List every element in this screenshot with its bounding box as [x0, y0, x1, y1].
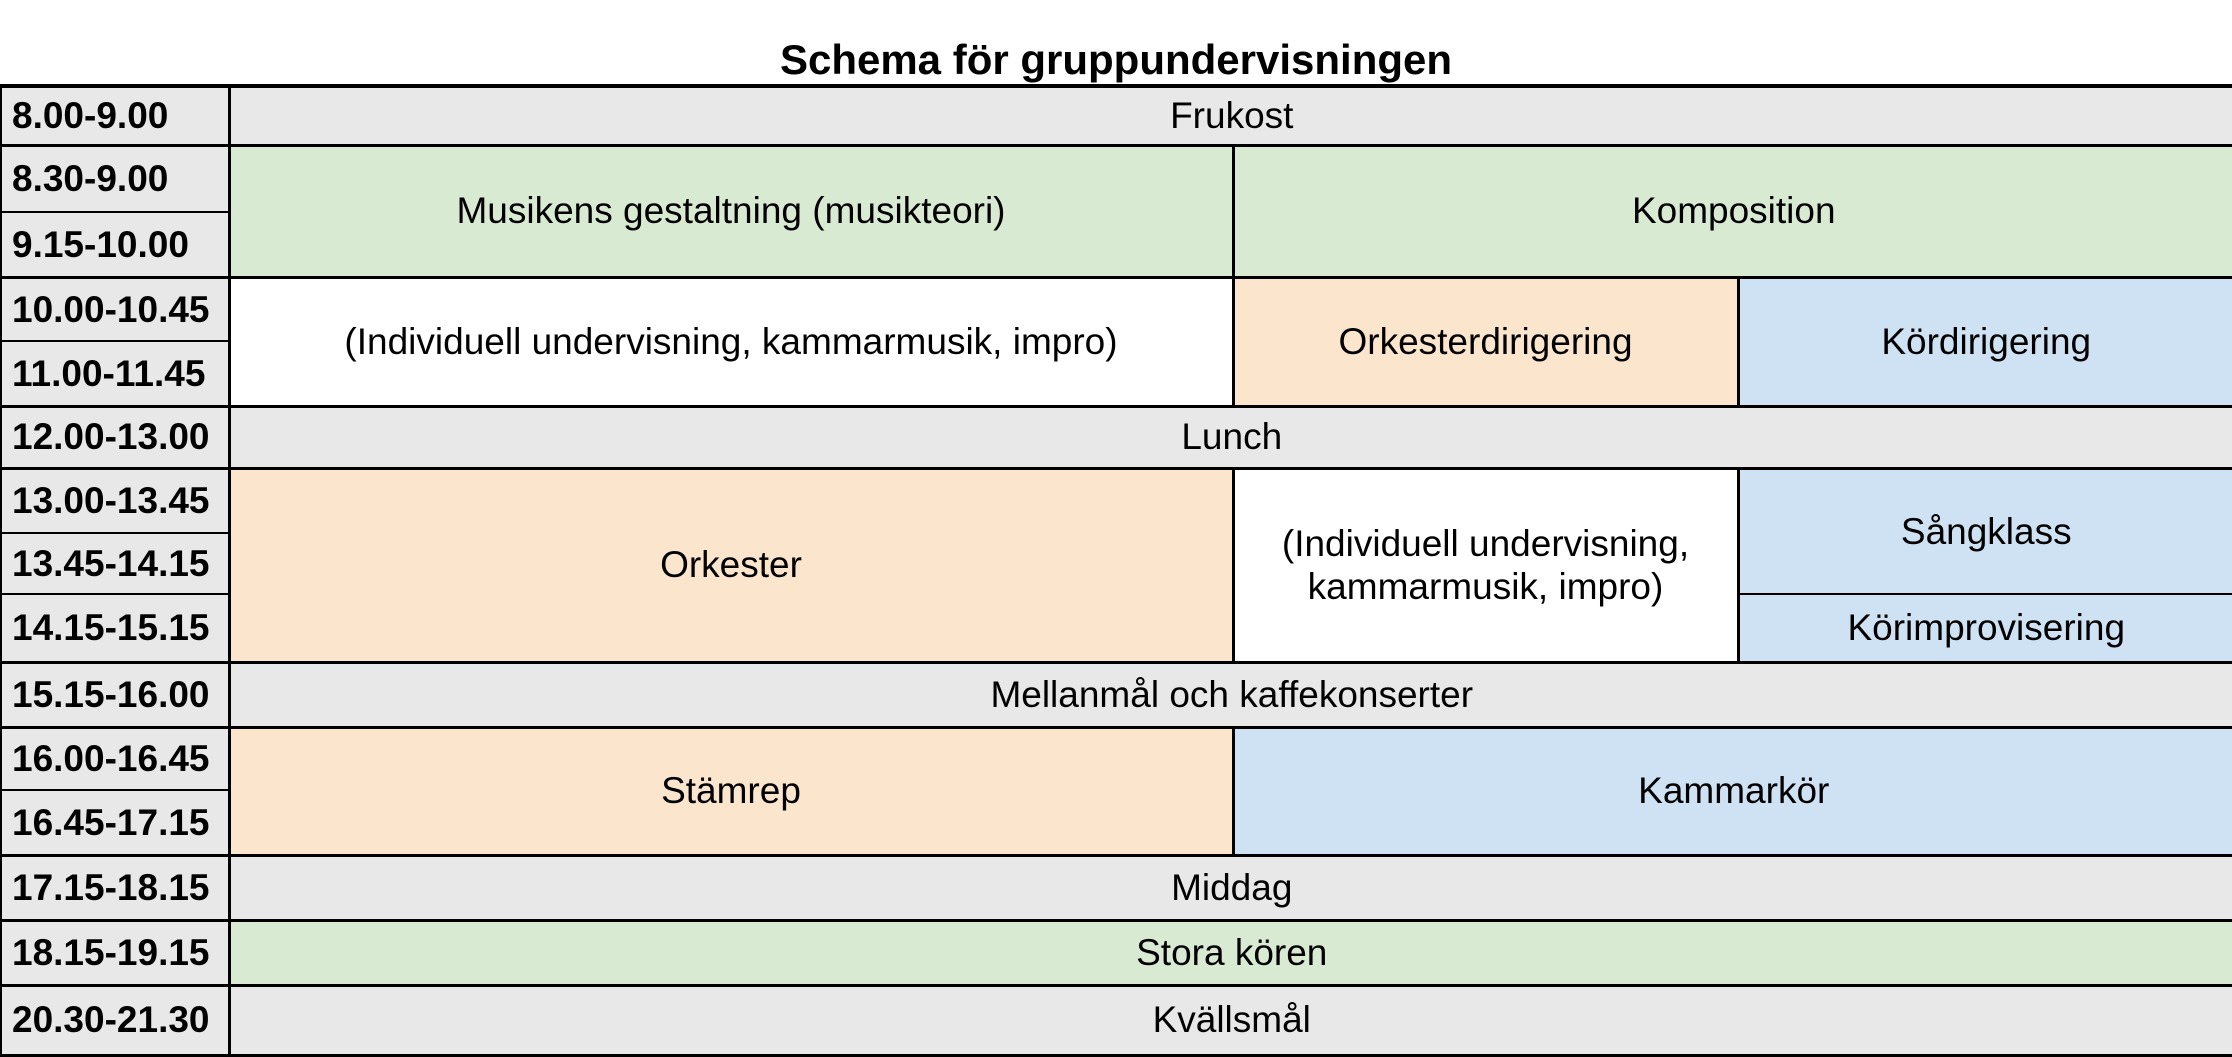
- time-cell: 13.00-13.45: [0, 466, 231, 534]
- time-cell: 11.00-11.45: [0, 340, 229, 408]
- activity-cell-middag: Middag: [227, 853, 2232, 922]
- schedule-row: 9.15-10.00: [0, 211, 2232, 279]
- activity-cell-individuell-undervisning: (Individuell undervisning, kammarmusik, …: [227, 275, 1235, 408]
- time-cell: 8.30-9.00: [0, 143, 231, 213]
- time-cell: 14.15-15.15: [0, 593, 231, 664]
- activity-cell-lunch: Lunch: [227, 404, 2232, 470]
- schedule-row: 16.45-17.15: [0, 789, 2232, 857]
- activity-cell-kordirigering: Kördirigering: [1736, 275, 2232, 408]
- schedule-row: 8.30-9.00 Musikens gestaltning (musikteo…: [0, 143, 2232, 279]
- schedule-row: 13.00-13.45 Orkester (Individuell underv…: [0, 466, 2232, 664]
- schedule-row: 14.15-15.15 Körimprovisering: [0, 593, 2232, 664]
- activity-cell-orkesterdirigering: Orkesterdirigering: [1231, 275, 1740, 408]
- activity-cell-individuell-undervisning-2: (Individuell undervisning, kammarmusik, …: [1231, 466, 1740, 664]
- activity-cell-kvallsmal: Kvällsmål: [227, 983, 2232, 1057]
- schedule-row: 16.00-16.45 Stämrep Kammarkör: [0, 725, 2232, 857]
- schedule-row: 8.00-9.00 Frukost: [0, 84, 2232, 147]
- time-cell: 12.00-13.00: [0, 404, 231, 470]
- time-cell: 16.00-16.45: [0, 725, 231, 791]
- time-cell: 8.00-9.00: [0, 84, 231, 147]
- time-cell: 9.15-10.00: [0, 211, 229, 279]
- activity-cell-stamrep: Stämrep: [227, 725, 1235, 857]
- schedule-row: 18.15-19.15 Stora kören: [0, 918, 2232, 987]
- activity-cell-komposition: Komposition: [1231, 143, 2232, 279]
- activity-cell-korimprovisering: Körimprovisering: [1736, 593, 2232, 664]
- time-cell: 20.30-21.30: [0, 983, 231, 1057]
- time-cell: 15.15-16.00: [0, 660, 231, 729]
- schedule-row: 20.30-21.30 Kvällsmål: [0, 983, 2232, 1057]
- schedule-table: 8.00-9.00 Frukost 8.30-9.00 Musikens ges…: [0, 84, 2232, 1057]
- activity-cell-musikens-gestaltning: Musikens gestaltning (musikteori): [227, 143, 1235, 279]
- time-cell: 10.00-10.45: [0, 275, 231, 342]
- time-cell: 18.15-19.15: [0, 918, 231, 987]
- activity-cell-frukost: Frukost: [227, 84, 2232, 147]
- page-title: Schema för gruppundervisningen: [779, 36, 1453, 83]
- schedule-row: 11.00-11.45: [0, 340, 2232, 408]
- schedule-row: 12.00-13.00 Lunch: [0, 404, 2232, 470]
- schedule-row: 17.15-18.15 Middag: [0, 853, 2232, 922]
- time-cell: 16.45-17.15: [0, 789, 229, 857]
- activity-cell-kammarkor: Kammarkör: [1231, 725, 2232, 857]
- schedule-row: 10.00-10.45 (Individuell undervisning, k…: [0, 275, 2232, 408]
- schedule-row: 15.15-16.00 Mellanmål och kaffekonserter: [0, 660, 2232, 729]
- schedule-row: 13.45-14.15: [0, 532, 2232, 595]
- activity-cell-orkester: Orkester: [227, 466, 1235, 664]
- activity-cell-stora-koren: Stora kören: [227, 918, 2232, 987]
- time-cell: 13.45-14.15: [0, 532, 229, 595]
- activity-cell-sangklass: Sångklass: [1736, 466, 2232, 595]
- time-cell: 17.15-18.15: [0, 853, 231, 922]
- activity-cell-mellanmal: Mellanmål och kaffekonserter: [227, 660, 2232, 729]
